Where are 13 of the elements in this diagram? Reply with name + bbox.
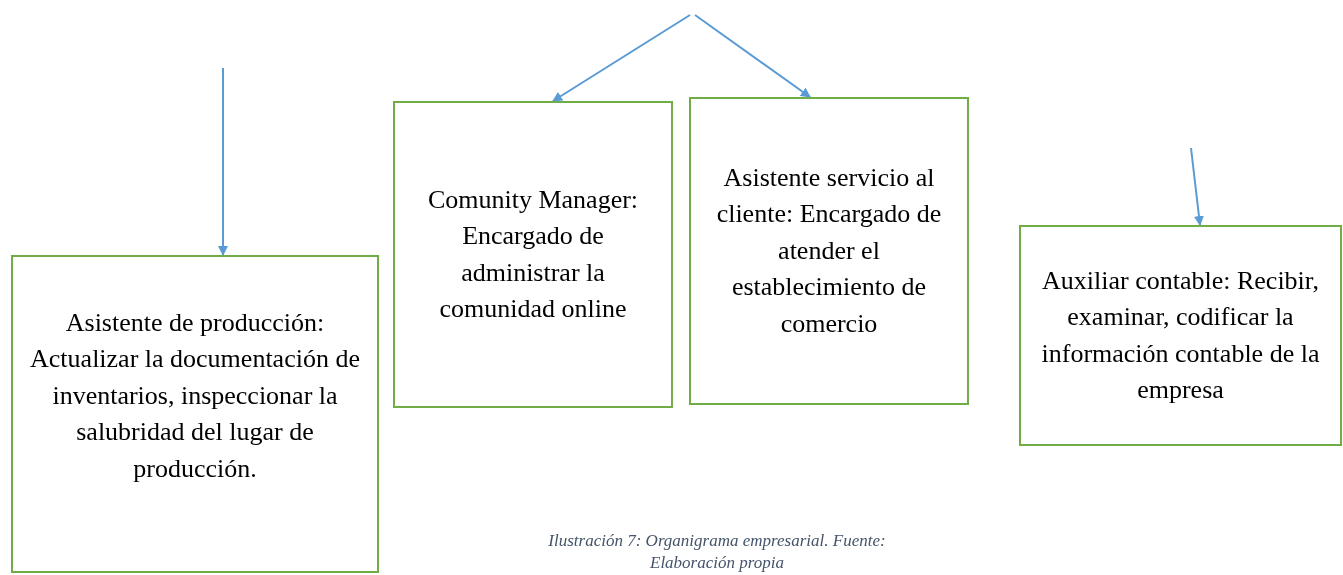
figure-caption: Ilustración 7: Organigrama empresarial. Fuente: Elaboración propia bbox=[547, 530, 887, 575]
arrow bbox=[552, 14, 691, 102]
arrow bbox=[694, 14, 811, 98]
role-box bbox=[393, 101, 673, 408]
role-box bbox=[1019, 225, 1342, 446]
role-text: Auxiliar contable: Recibir, examinar, codificar la información contable de la empresa bbox=[1040, 264, 1321, 406]
arrow bbox=[1190, 147, 1204, 226]
arrow bbox=[218, 67, 228, 256]
role-text: Asistente de producción: Actualizar la documentación de inventarios, inspeccionar la salubridad del lugar de producción. bbox=[29, 307, 361, 485]
role-text: Asistente servicio al cliente: Encargado de atender el establecimiento de comercio bbox=[715, 162, 943, 340]
role-box bbox=[11, 255, 379, 573]
role-box bbox=[689, 97, 969, 405]
role-text: Comunity Manager: Encargado de administrar la comunidad online bbox=[426, 183, 640, 325]
